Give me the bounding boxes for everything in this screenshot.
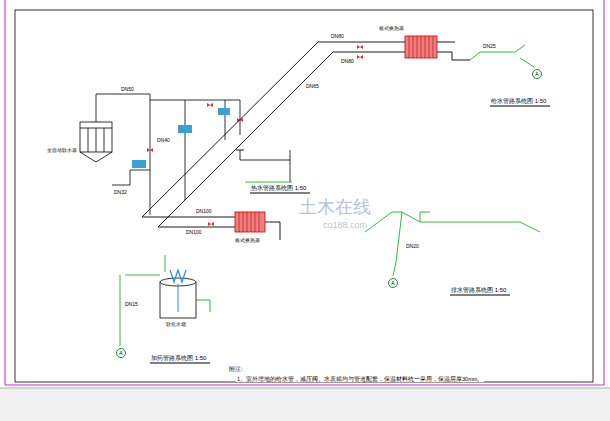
sheet-border bbox=[5, 0, 604, 385]
pipe-size: DN20 bbox=[405, 244, 420, 250]
equipment-name: 全自动软水器 bbox=[46, 148, 78, 154]
softener-tank bbox=[80, 94, 290, 215]
pipe-size: DN80 bbox=[340, 59, 355, 65]
valve bbox=[357, 55, 363, 59]
underline bbox=[490, 106, 550, 107]
pipe bbox=[112, 170, 150, 185]
equipment-name: 板式换热器 bbox=[378, 26, 405, 32]
pump bbox=[178, 125, 192, 133]
pipe bbox=[196, 300, 210, 312]
drawing-title: 加药管路系统图 1:50 bbox=[150, 355, 207, 362]
tank-body bbox=[80, 122, 112, 152]
underline bbox=[450, 295, 510, 296]
exchanger-body bbox=[235, 212, 265, 232]
main-pipes bbox=[142, 42, 470, 240]
border-line bbox=[5, 0, 6, 385]
pipe bbox=[225, 100, 240, 135]
section-marker: A bbox=[116, 348, 126, 358]
equipment-name: 板式换热器 bbox=[234, 238, 261, 244]
pipe bbox=[96, 94, 150, 215]
drawing-frame bbox=[15, 10, 593, 382]
exchanger-plates bbox=[239, 212, 259, 232]
valve bbox=[147, 148, 153, 152]
pipe bbox=[245, 182, 292, 183]
tank-line bbox=[96, 128, 97, 152]
pipe bbox=[158, 52, 405, 227]
pipe bbox=[150, 100, 185, 200]
pump bbox=[132, 160, 146, 168]
border-line bbox=[604, 0, 605, 385]
pipe-size: DN40 bbox=[156, 138, 171, 144]
pipe bbox=[240, 150, 290, 160]
marker-letter: A bbox=[391, 281, 394, 286]
pipe-size: DN15 bbox=[124, 302, 139, 308]
pipe bbox=[520, 58, 534, 67]
underline bbox=[150, 363, 210, 364]
pipe bbox=[437, 42, 455, 43]
exchanger-plates bbox=[409, 36, 433, 58]
pipe bbox=[236, 150, 244, 151]
drawing-title: 热水管路系统图 1:50 bbox=[250, 185, 307, 192]
pipe-size: DN80 bbox=[330, 34, 345, 40]
heat-exchanger bbox=[235, 36, 437, 232]
pipe bbox=[185, 100, 225, 140]
mixer bbox=[170, 270, 186, 282]
pipe-size: DN32 bbox=[113, 190, 128, 196]
watermark: 土木在线 bbox=[298, 198, 372, 218]
marker-letter: A bbox=[535, 72, 538, 77]
border-line bbox=[5, 385, 604, 386]
pipe bbox=[165, 255, 166, 272]
pipe bbox=[437, 52, 470, 60]
pipe-size: DN100 bbox=[185, 230, 203, 236]
pipe bbox=[365, 212, 540, 232]
tank-line bbox=[104, 128, 105, 152]
pipe bbox=[470, 45, 525, 60]
drawing-title: 给水管路系统图 1:50 bbox=[490, 98, 547, 105]
drawing-title: 排水管路系统图 1:50 bbox=[450, 287, 507, 294]
bottom-strip bbox=[0, 388, 610, 421]
exchanger-body bbox=[405, 36, 437, 58]
underline bbox=[250, 193, 310, 194]
pipe-size: DN25 bbox=[482, 44, 497, 50]
valve bbox=[357, 45, 363, 49]
pipe bbox=[120, 275, 121, 346]
pipe bbox=[420, 212, 430, 222]
pipe bbox=[290, 160, 291, 182]
pipe-size: DN50 bbox=[120, 87, 135, 93]
green-pipes bbox=[120, 45, 540, 346]
section-marker: A bbox=[532, 69, 542, 79]
watermark: co188.com bbox=[322, 221, 368, 231]
tank-line bbox=[88, 128, 89, 152]
pipe bbox=[265, 222, 280, 240]
pipe-size: DN100 bbox=[195, 209, 213, 215]
pump bbox=[218, 108, 230, 115]
mixer-shaft bbox=[178, 284, 179, 312]
marker-letter: A bbox=[119, 351, 122, 356]
pipe bbox=[125, 275, 160, 276]
tank-hopper bbox=[80, 152, 112, 162]
pipe bbox=[393, 212, 402, 276]
pipe bbox=[142, 42, 405, 217]
note-text: 1、室外埋地的给水管，减压阀、水表箱均与管道配套，保温材料统一采用，保温层厚30… bbox=[236, 376, 484, 382]
dosing-tank bbox=[160, 270, 196, 318]
title-underlines bbox=[150, 106, 550, 363]
valve bbox=[208, 222, 214, 226]
equipment-name: 软化水箱 bbox=[165, 322, 187, 328]
note-heading: 附注: bbox=[228, 366, 244, 373]
pipe-size: DN65 bbox=[305, 84, 320, 90]
tank-body bbox=[160, 282, 196, 318]
strip-edge bbox=[0, 388, 610, 389]
section-marker: A bbox=[388, 278, 398, 288]
valve bbox=[207, 103, 213, 107]
